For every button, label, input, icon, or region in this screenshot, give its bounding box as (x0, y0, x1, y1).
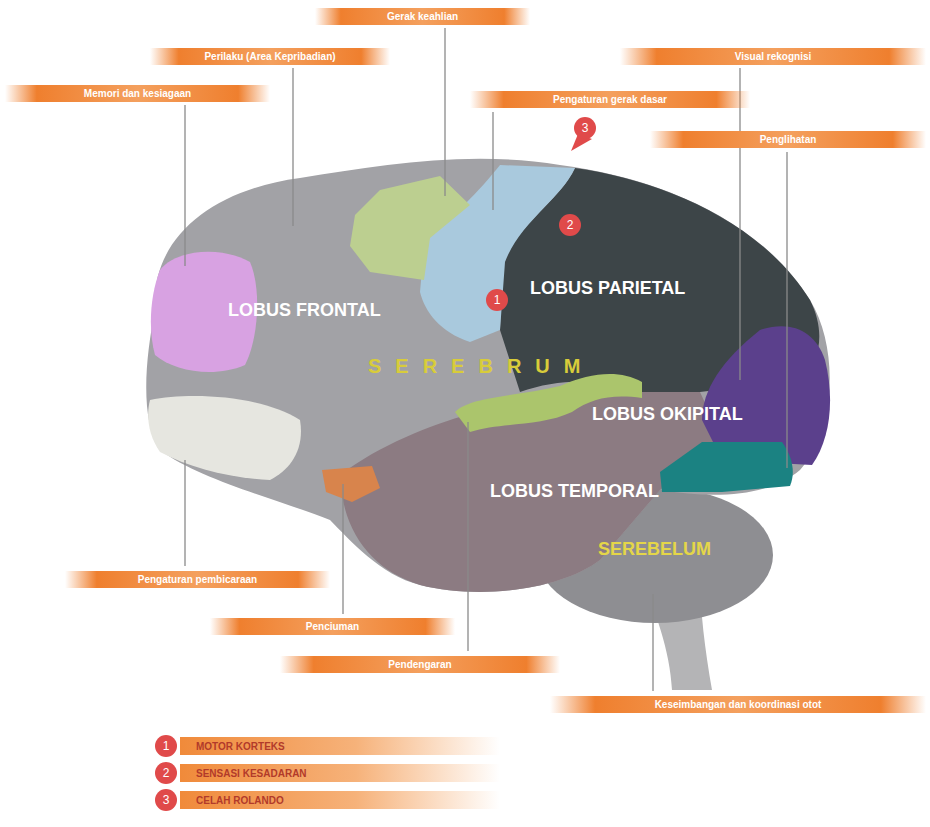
callout-number: 3 (163, 793, 170, 807)
callout-number: 3 (574, 117, 596, 139)
label-banner: Pengaturan gerak dasar (470, 91, 750, 108)
callout-number: 2 (155, 762, 177, 784)
region-label: SEREBELUM (598, 539, 711, 560)
label-text: CELAH ROLANDO (196, 795, 284, 806)
cerebrum (146, 159, 829, 592)
label-text: Pengaturan pembicaraan (138, 574, 257, 585)
label-banner: Memori dan kesiagaan (5, 85, 270, 102)
label-banner: Pengaturan pembicaraan (65, 571, 330, 588)
callout-number: 2 (567, 218, 574, 232)
callout-number: 1 (494, 293, 501, 307)
callout-number: 1 (155, 735, 177, 757)
label-text: SENSASI KESADARAN (196, 768, 307, 779)
label-banner: Penglihatan (650, 131, 926, 148)
callout-number: 1 (486, 289, 508, 311)
label-text: Perilaku (Area Kepribadian) (204, 51, 335, 62)
region-label: LOBUS OKIPITAL (592, 404, 743, 425)
label-text: Keseimbangan dan koordinasi otot (655, 699, 822, 710)
skill-region (350, 176, 470, 280)
label-text: Visual rekognisi (735, 51, 812, 62)
label-banner: Gerak keahlian (315, 8, 530, 25)
label-banner: Penciuman (210, 618, 455, 635)
region-label: LOBUS TEMPORAL (490, 481, 659, 502)
legend-bar: MOTOR KORTEKS (180, 737, 500, 755)
label-text: Pendengaran (388, 659, 451, 670)
label-text: Memori dan kesiagaan (84, 88, 191, 99)
legend-bar: CELAH ROLANDO (180, 791, 500, 809)
smell-region (322, 466, 380, 502)
region-label: SEREBRUM (368, 355, 594, 378)
callout-number: 2 (559, 214, 581, 236)
label-text: Penciuman (306, 621, 359, 632)
region-label: LOBUS FRONTAL (228, 300, 381, 321)
label-text: Pengaturan gerak dasar (553, 94, 667, 105)
callout-number: 3 (582, 121, 589, 135)
legend-bar: SENSASI KESADARAN (180, 764, 500, 782)
callout-number: 2 (163, 766, 170, 780)
region-label: LOBUS PARIETAL (530, 278, 685, 299)
label-banner: Keseimbangan dan koordinasi otot (550, 696, 926, 713)
label-banner: Pendengaran (280, 656, 560, 673)
leader-lines (185, 28, 787, 691)
callout-number: 1 (163, 739, 170, 753)
label-banner: Perilaku (Area Kepribadian) (150, 48, 390, 65)
speech-region (148, 396, 301, 480)
label-text: Gerak keahlian (387, 11, 458, 22)
vision-region (660, 442, 793, 492)
label-text: MOTOR KORTEKS (196, 741, 285, 752)
callout-number: 3 (155, 789, 177, 811)
label-text: Penglihatan (760, 134, 817, 145)
label-banner: Visual rekognisi (620, 48, 926, 65)
